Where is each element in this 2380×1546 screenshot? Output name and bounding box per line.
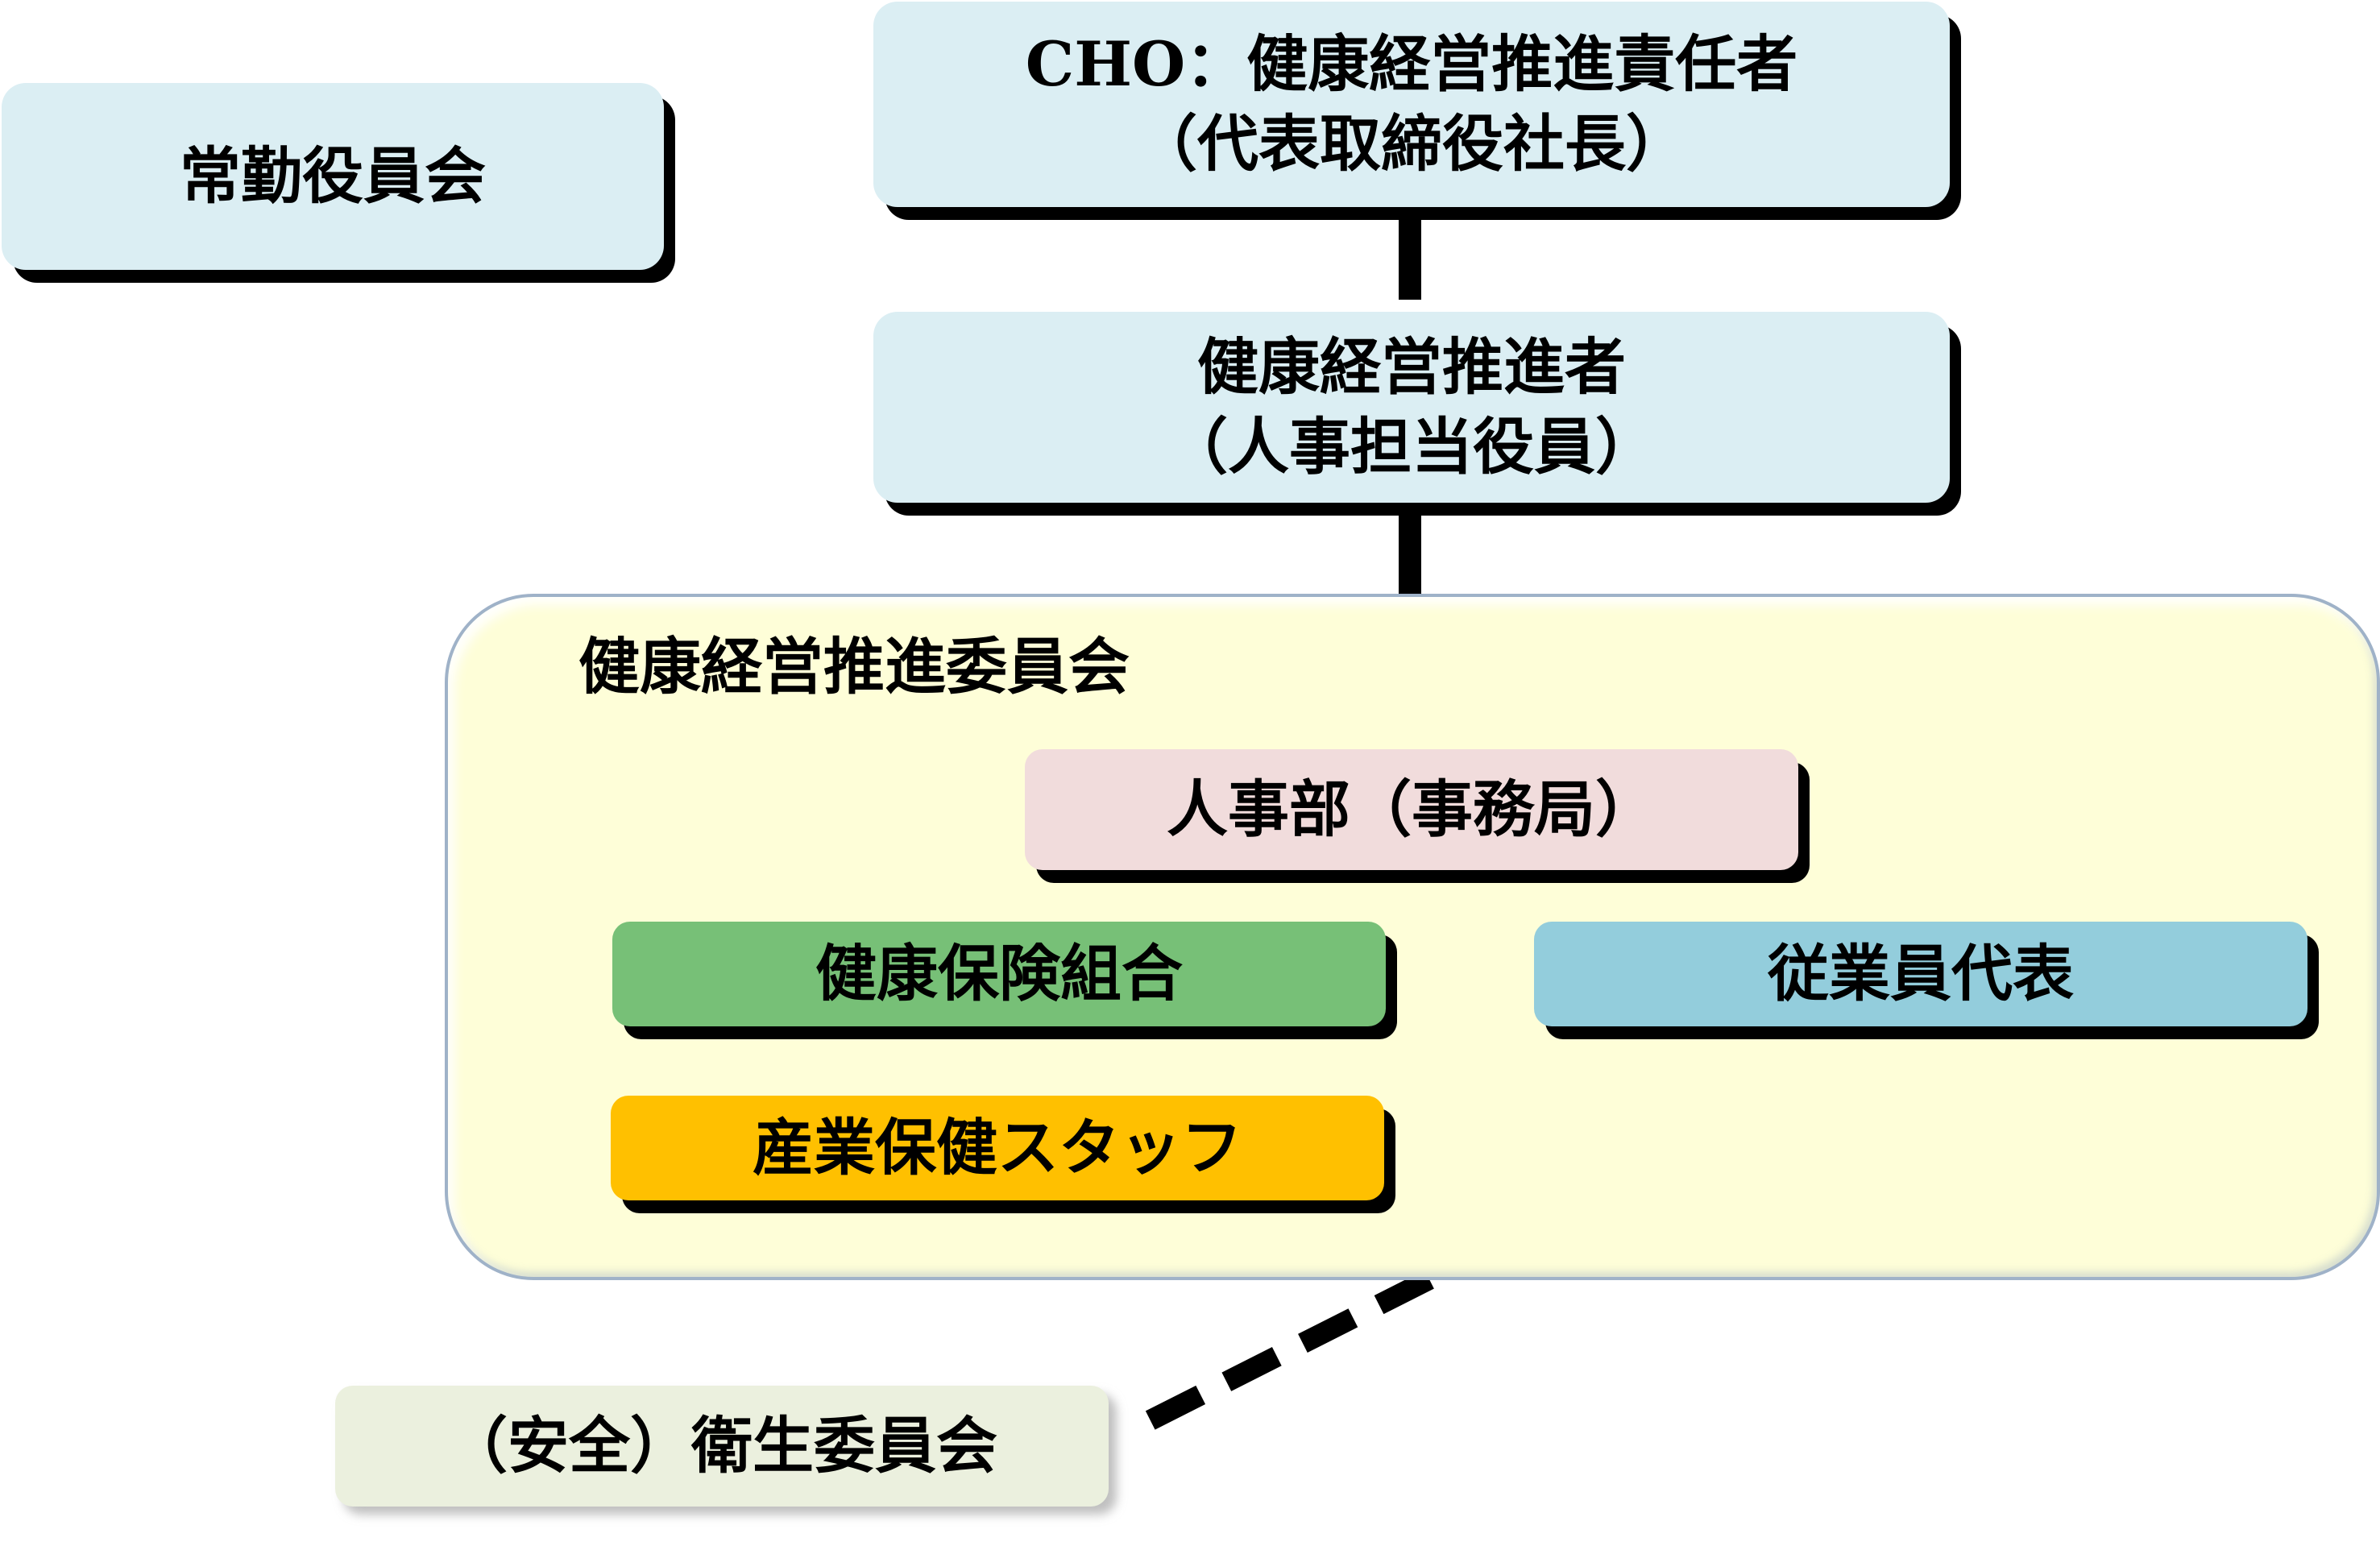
executive-board-label: 常勤役員会 bbox=[180, 139, 486, 212]
connector-promoter-committee bbox=[1399, 499, 1421, 598]
employee-representative-box: 従業員代表 bbox=[1534, 922, 2307, 1026]
health-insurance-box: 健康保険組合 bbox=[612, 922, 1386, 1026]
safety-health-committee-box: （安全）衛生委員会 bbox=[335, 1386, 1109, 1507]
promoter-title: 健康経営推進者 bbox=[1197, 330, 1626, 403]
employee-representative-label: 従業員代表 bbox=[1768, 937, 2074, 1009]
committee-title: 健康経営推進委員会 bbox=[578, 631, 1130, 703]
occupational-health-staff-label: 産業保健スタッフ bbox=[753, 1111, 1242, 1183]
dashed-connector-line bbox=[1131, 1270, 1434, 1437]
safety-health-committee-label: （安全）衛生委員会 bbox=[446, 1409, 997, 1482]
health-insurance-label: 健康保険組合 bbox=[815, 937, 1183, 1009]
occupational-health-staff-box: 産業保健スタッフ bbox=[611, 1096, 1384, 1200]
hr-secretariat-box: 人事部（事務局） bbox=[1025, 749, 1798, 870]
hr-secretariat-label: 人事部（事務局） bbox=[1167, 773, 1656, 845]
promoter-subtitle: （人事担当役員） bbox=[1167, 410, 1656, 483]
cho-title: CHO：健康経営推進責任者 bbox=[1025, 27, 1798, 100]
connector-cho-promoter bbox=[1399, 209, 1421, 300]
cho-box: CHO：健康経営推進責任者 （代表取締役社長） bbox=[873, 2, 1950, 207]
executive-board-box: 常勤役員会 bbox=[2, 83, 664, 270]
promoter-box: 健康経営推進者 （人事担当役員） bbox=[873, 312, 1950, 503]
cho-subtitle: （代表取締役社長） bbox=[1136, 107, 1687, 180]
